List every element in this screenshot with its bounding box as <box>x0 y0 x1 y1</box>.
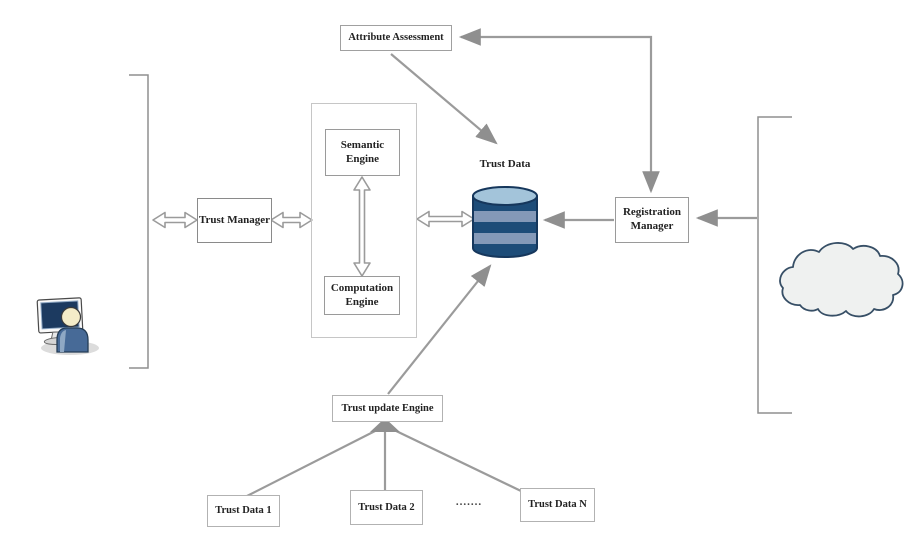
node-trust-data-1: Trust Data 1 <box>207 495 280 527</box>
line-trust-data-1-to-update-engine <box>246 428 380 497</box>
right-bracket <box>757 116 792 414</box>
database-icon <box>472 186 538 258</box>
node-attribute-assessment: Attribute Assessment <box>340 25 452 51</box>
arrow-registration-to-attribute-assessment <box>458 28 660 194</box>
double-headed-arrow-icon <box>416 210 475 228</box>
engines-container-box <box>311 103 417 338</box>
left-bracket <box>129 74 149 369</box>
node-trust-data-2: Trust Data 2 <box>350 490 423 525</box>
double-headed-arrow-icon <box>270 211 313 229</box>
double-headed-arrow-icon <box>152 211 198 229</box>
arrow-trust-update-engine-to-database <box>387 264 492 395</box>
cloud-icon <box>779 242 904 318</box>
node-trust-update-engine: Trust update Engine <box>332 395 443 422</box>
node-trust-manager: Trust Manager <box>197 198 272 243</box>
node-trust-data-n: Trust Data N <box>520 488 595 522</box>
converge-arrowhead <box>370 418 400 432</box>
node-computation-engine: Computation Engine <box>324 276 400 315</box>
arrow-attribute-assessment-to-trust-data <box>390 53 498 145</box>
user-computer-icon <box>36 297 99 355</box>
ellipsis-label: ....... <box>455 496 483 508</box>
node-semantic-engine: Semantic Engine <box>325 129 400 176</box>
trust-data-store-label: Trust Data <box>479 158 531 170</box>
node-registration-manager: Registration Manager <box>615 197 689 243</box>
line-trust-data-n-to-update-engine <box>391 428 522 492</box>
